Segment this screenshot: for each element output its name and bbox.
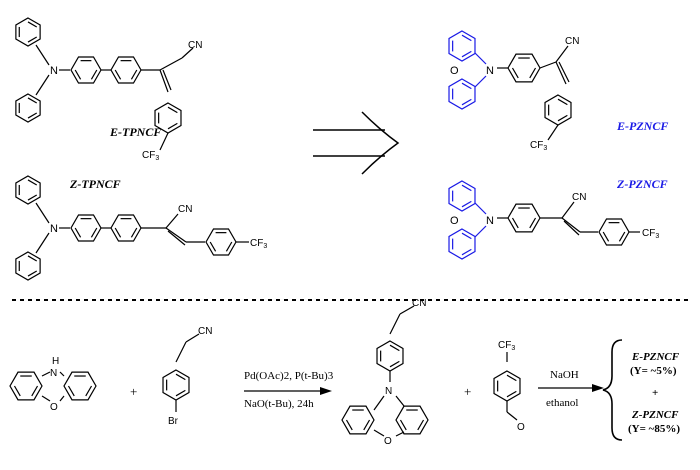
reactant-phenoxazine: NH O <box>9 356 97 413</box>
label-e-tpncf: E-TPNCF <box>109 125 161 139</box>
nitrogen-label: N <box>486 65 494 77</box>
oxygen-label: O <box>517 422 525 433</box>
phenoxazine-e: NO <box>448 30 494 110</box>
cf3-label: CF3 <box>530 140 547 152</box>
reaction-arrow-2 <box>538 384 604 392</box>
molecule-drawings: NCNCF3NCNCF3NOCNCF3NOCNCF3NHOCNBrCNNOCF3… <box>9 17 659 447</box>
product-z-name: Z-PZNCF <box>631 409 679 421</box>
reactant-bromophenylacetonitrile: CN Br <box>162 326 212 427</box>
design-arrow <box>313 111 400 175</box>
cf3-label: CF3 <box>250 238 267 250</box>
reaction-arrow-1 <box>244 387 332 395</box>
nitrogen-label: N <box>50 223 58 235</box>
product-plus: + <box>652 387 658 399</box>
cn-label: CN <box>188 40 202 51</box>
label-e-pzncf: E-PZNCF <box>616 119 668 133</box>
oxygen-label: O <box>384 436 392 447</box>
label-z-tpncf: Z-TPNCF <box>69 177 121 191</box>
conditions-2-top: NaOH <box>550 369 579 381</box>
product-brace <box>602 339 623 441</box>
cn-label: CN <box>412 298 426 309</box>
conditions-1-bottom: NaO(t-Bu), 24h <box>244 398 314 410</box>
nitrogen-label: N <box>486 215 494 227</box>
hydrogen-label: H <box>52 356 59 367</box>
oxygen-label: O <box>450 65 459 77</box>
conditions-1-top: Pd(OAc)2, P(t-Bu)3 <box>244 370 334 382</box>
nitrogen-label: N <box>50 368 57 379</box>
phenoxazine-z: NO <box>448 180 494 260</box>
cf3-label: CF3 <box>642 228 659 240</box>
bromine-label: Br <box>168 416 179 427</box>
cn-label: CN <box>572 192 586 203</box>
structure-e-pzncf: CN CF3 <box>497 36 579 152</box>
cf3-label: CF3 <box>498 340 515 352</box>
cn-label: CN <box>178 204 192 215</box>
intermediate-compound: CN N O <box>341 298 429 447</box>
cn-label: CN <box>198 326 212 337</box>
label-z-pzncf: Z-PZNCF <box>616 177 668 191</box>
structure-z-pzncf: CN CF3 <box>497 192 659 246</box>
nitrogen-label: N <box>385 386 392 397</box>
structure-e-tpncf: N CN CF3 <box>15 17 202 162</box>
oxygen-label: O <box>450 215 459 227</box>
product-z-yield: (Y= ~85%) <box>628 423 680 435</box>
product-e-name: E-PZNCF <box>631 351 680 363</box>
plus-1: + <box>130 384 137 399</box>
cn-label: CN <box>565 36 579 47</box>
product-e-yield: (Y= ~5%) <box>630 365 677 377</box>
oxygen-label: O <box>50 402 58 413</box>
structure-z-tpncf: N CN CF3 <box>15 175 267 281</box>
cf3-label: CF3 <box>142 150 159 162</box>
nitrogen-label: N <box>50 65 58 77</box>
conditions-2-bottom: ethanol <box>546 397 578 409</box>
plus-2: + <box>464 384 471 399</box>
